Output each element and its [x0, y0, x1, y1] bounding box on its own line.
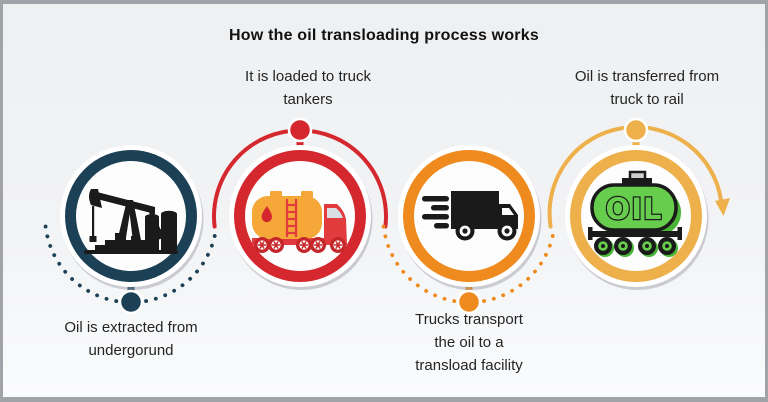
wheels	[254, 237, 346, 253]
wheels	[594, 237, 678, 257]
cab-window	[327, 208, 343, 218]
step-transfer: OIL	[547, 117, 730, 290]
step-label-transport: Trucks transport the oil to a transload …	[359, 308, 579, 377]
step-label-loading: It is loaded to truck tankers	[198, 65, 418, 111]
arc-arrowhead	[715, 198, 730, 216]
rail-tank-car-icon: OIL	[588, 170, 682, 257]
label-line: transload facility	[415, 357, 523, 374]
cab-window	[502, 208, 514, 215]
oil-wagon-label: OIL	[606, 192, 663, 226]
label-line: the oil to a	[434, 334, 504, 351]
fast-delivery-truck-icon	[422, 191, 518, 241]
step-extraction	[43, 145, 219, 315]
step-transport	[381, 145, 557, 315]
oil-pump-jack-icon	[84, 189, 178, 254]
label-line: Trucks transport	[415, 311, 523, 328]
step-node	[456, 289, 482, 315]
label-line: truck to rail	[610, 91, 684, 108]
label-line: Oil is transferred from	[574, 68, 720, 85]
page-title: How the oil transloading process works	[229, 27, 539, 44]
oil-drop-icon	[261, 206, 272, 223]
step-node	[623, 117, 649, 143]
label-line: undergorund	[88, 342, 174, 359]
step-node	[118, 289, 144, 315]
step-loading	[212, 117, 388, 290]
step-node	[287, 117, 313, 143]
tanker-truck-icon	[252, 191, 347, 253]
ladder	[285, 199, 298, 237]
label-line: tankers	[283, 91, 333, 108]
label-line: Oil is extracted from	[64, 319, 198, 336]
solid-arc-connector	[547, 125, 723, 229]
label-line: It is loaded to truck	[245, 68, 371, 85]
step-label-extraction: Oil is extracted from undergorund	[21, 316, 241, 362]
step-label-transfer: Oil is transferred from truck to rail	[531, 65, 763, 111]
